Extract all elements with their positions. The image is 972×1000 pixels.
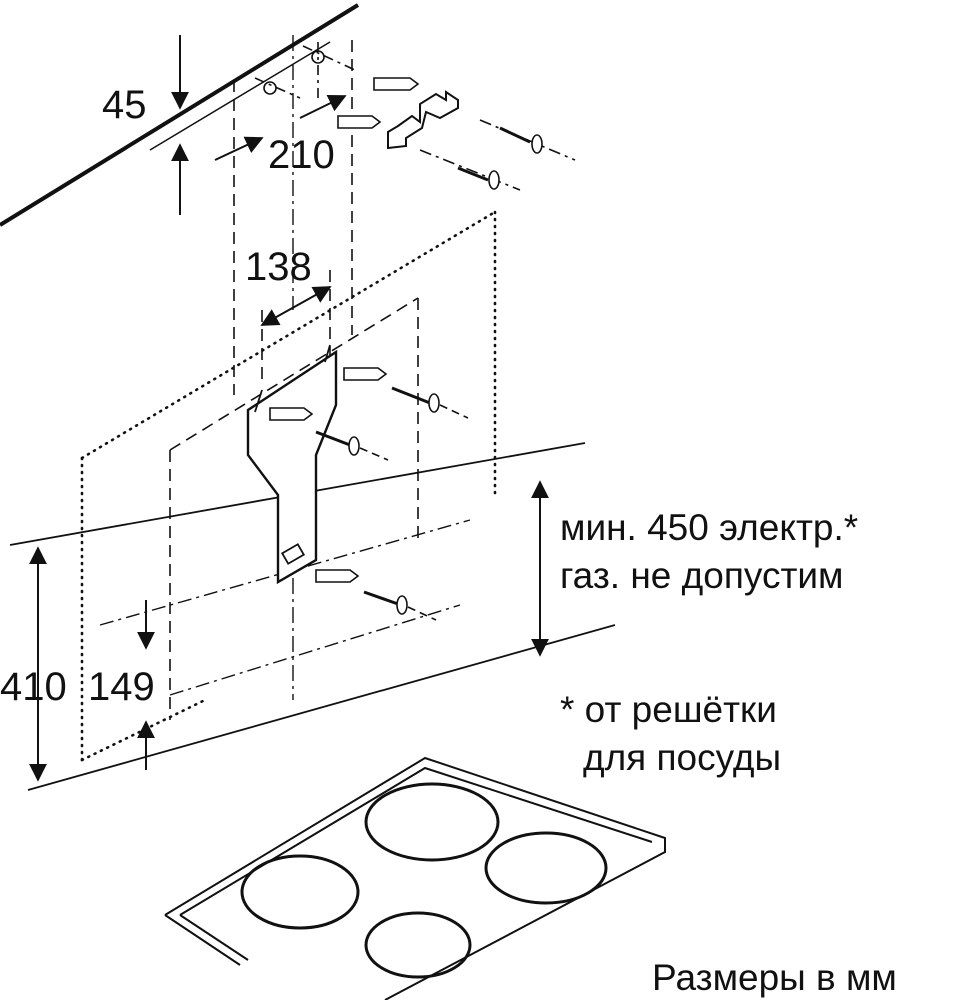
dimension-410: 410 xyxy=(0,665,67,709)
arrow-138 xyxy=(260,286,332,326)
dimension-45: 45 xyxy=(102,83,147,127)
units-note: Размеры в мм xyxy=(652,957,897,998)
chimney-outline xyxy=(80,210,497,762)
lower-fixings xyxy=(269,367,469,621)
footnote-line1: * от решётки xyxy=(560,689,777,730)
cooktop xyxy=(164,756,666,1000)
top-fixings xyxy=(337,77,576,191)
dimension-210: 210 xyxy=(268,133,335,177)
dimension-149: 149 xyxy=(88,665,155,709)
top-bracket xyxy=(387,90,459,150)
footnote-line2: для посуды xyxy=(583,737,781,778)
min-height-note-line1: мин. 450 электр.* xyxy=(560,507,858,548)
top-mount-holes xyxy=(254,42,356,100)
dimension-arrows xyxy=(29,35,549,782)
min-height-note-line2: газ. не допустим xyxy=(560,555,844,596)
arrow-210-left xyxy=(214,136,264,161)
dimension-138: 138 xyxy=(245,245,312,289)
ceiling-edge xyxy=(0,3,360,227)
arrow-210-right xyxy=(299,95,347,119)
inner-box xyxy=(169,297,419,720)
bracket-details xyxy=(254,344,331,565)
